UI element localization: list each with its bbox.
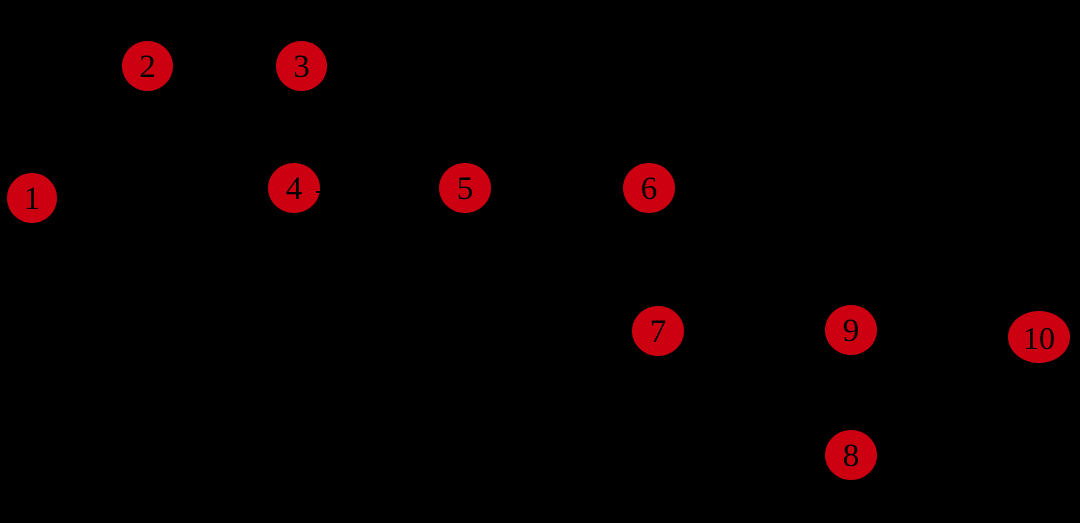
node-2: 2 [122, 41, 173, 91]
node-10: 10 [1008, 311, 1070, 363]
node-7-label: 7 [649, 313, 667, 350]
node-4: 4 [268, 163, 320, 213]
node-5-label: 5 [456, 170, 474, 207]
node-3-label: 3 [293, 48, 310, 85]
node-8: 8 [825, 430, 877, 480]
node-4-label: 4 [285, 170, 303, 207]
node-9: 9 [825, 305, 877, 355]
node-1-label: 1 [23, 180, 41, 217]
node-5: 5 [439, 163, 491, 213]
node-4-edge-stub [316, 191, 322, 193]
node-7: 7 [632, 306, 684, 356]
node-1: 1 [7, 173, 57, 223]
node-10-label: 10 [1023, 320, 1055, 356]
node-6-label: 6 [640, 170, 658, 207]
node-3: 3 [276, 41, 327, 91]
node-8-label: 8 [842, 437, 860, 474]
node-2-label: 2 [139, 48, 156, 85]
node-9-label: 9 [842, 312, 860, 349]
node-6: 6 [623, 163, 675, 213]
